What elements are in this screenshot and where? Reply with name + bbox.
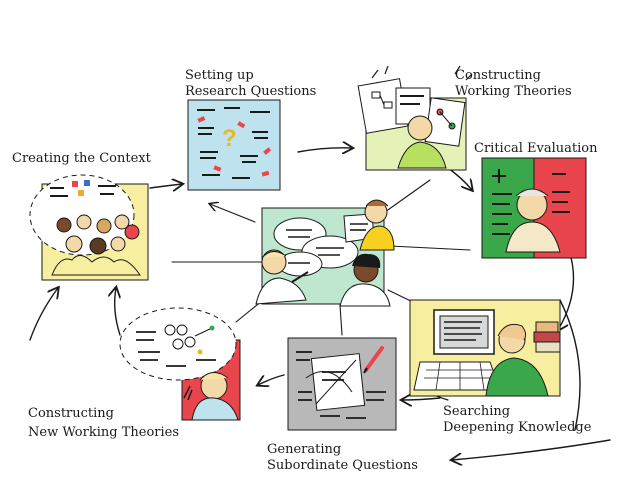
label-constructing-working-theories: Constructing Working Theories [455,68,572,100]
panel-research: ? [187,99,281,191]
arrow-bottom-right-curve [559,299,581,431]
label-theories-line-2: Working Theories [455,84,572,99]
label-critical-line-1: Critical Evaluation [474,141,598,156]
label-constructing-new-working-theories: Constructing New Working Theories [28,404,179,442]
label-searching-line-2: Deepening Knowledge [443,420,592,435]
arrow-newtheories-to-context [115,288,120,336]
label-subordinate-line-1: Generating [267,442,342,457]
label-subordinate-line-2: Subordinate Questions [267,458,418,473]
arrow-theories-to-critical [447,167,472,190]
svg-text:?: ? [222,125,237,152]
label-context-line-1: Creating the Context [12,151,151,166]
label-creating-the-context: Creating the Context [12,151,151,167]
label-research-line-2: Research Questions [185,84,317,99]
label-searching-line-1: Searching [443,404,511,419]
arrow-subordinate-to-newtheories [258,374,285,385]
panel-critical [481,157,587,259]
panel-subordinate [287,337,397,431]
arrow-research-to-theories [297,148,352,152]
panel-searching [409,299,561,397]
label-generating-subordinate-questions: Generating Subordinate Questions [267,442,418,474]
arrow-outer-bottom [452,439,611,460]
label-searching-deepening-knowledge: Searching Deepening Knowledge [443,404,591,436]
panel-newtheories [119,307,241,421]
panel-center [255,199,395,307]
panel-theories [357,65,473,171]
label-theories-line-1: Constructing [455,68,541,83]
arrow-searching-to-subordinate [402,398,441,400]
center-spokes [171,179,471,336]
label-newtheories-line-2: New Working Theories [28,425,180,440]
label-research-line-1: Setting up [185,68,254,83]
label-newtheories-line-1: Constructing [28,406,114,421]
label-setting-up-research-questions: Setting up Research Questions [185,68,316,100]
label-critical-evaluation: Critical Evaluation [474,141,597,157]
arrow-context-to-research [149,184,182,188]
arrow-outer-left [29,288,58,341]
panel-context [29,174,149,281]
